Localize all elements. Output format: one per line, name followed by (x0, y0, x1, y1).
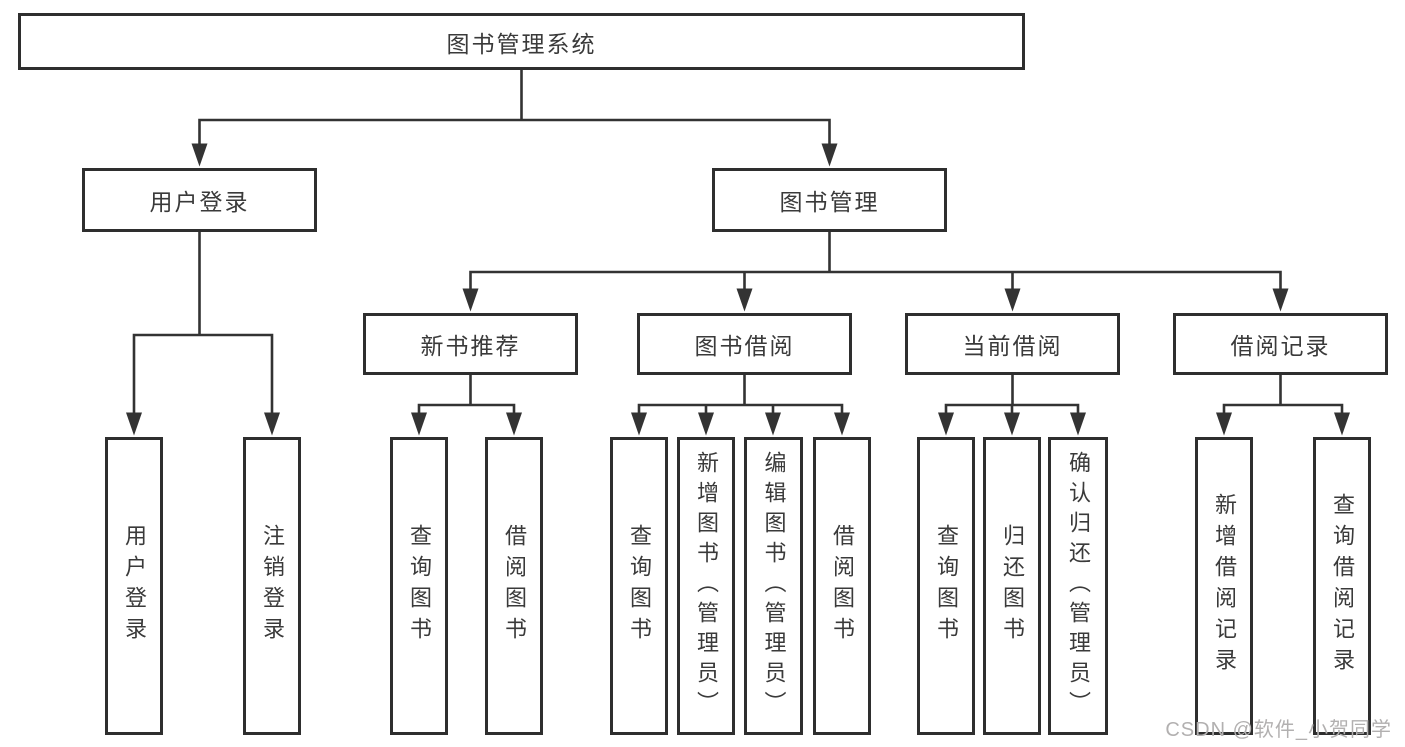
leaf-query-books-borrowing: 查询图书 (610, 437, 668, 735)
connector-root-to-level2 (191, 68, 838, 167)
leaf-edit-books-admin: 编辑图书（管理员） (744, 437, 803, 735)
arrow-down-icon (1216, 412, 1232, 436)
connector-line (944, 373, 1080, 420)
connector-book-borrowing-to-leaves (631, 373, 850, 436)
leaf-query-books-recommend: 查询图书 (390, 437, 448, 735)
connector-line (132, 230, 274, 420)
leaf-query-books-current: 查询图书 (917, 437, 975, 735)
node-borrowing-records: 借阅记录 (1173, 313, 1388, 375)
arrow-down-icon (462, 288, 479, 312)
connector-line (417, 373, 516, 420)
arrow-down-icon (698, 412, 714, 436)
node-user-login: 用户登录 (82, 168, 317, 232)
leaf-query-borrow-record: 查询借阅记录 (1313, 437, 1371, 735)
connector-borrowing-records-to-leaves (1216, 373, 1350, 436)
node-new-book-recommend: 新书推荐 (363, 313, 578, 375)
node-current-borrowing: 当前借阅 (905, 313, 1120, 375)
node-book-borrowing: 图书借阅 (637, 313, 852, 375)
node-book-management: 图书管理 (712, 168, 947, 232)
arrow-down-icon (938, 412, 954, 436)
arrow-down-icon (506, 412, 522, 436)
connector-book-management-to-level3 (462, 230, 1289, 312)
arrow-down-icon (1004, 412, 1020, 436)
connector-line (469, 230, 1282, 296)
arrow-down-icon (191, 143, 208, 167)
connector-line (1222, 373, 1344, 420)
arrow-down-icon (765, 412, 781, 436)
connector-user-login-to-leaves (126, 230, 280, 436)
leaf-confirm-return-admin: 确认归还（管理员） (1048, 437, 1108, 735)
arrow-down-icon (1334, 412, 1350, 436)
leaf-logout: 注销登录 (243, 437, 301, 735)
node-library-management-system: 图书管理系统 (18, 13, 1025, 70)
csdn-watermark: CSDN @软件_小贺同学 (1165, 719, 1392, 741)
connector-line (198, 68, 831, 152)
leaf-user-login: 用户登录 (105, 437, 163, 735)
arrow-down-icon (1272, 288, 1289, 312)
leaf-borrow-books: 借阅图书 (813, 437, 871, 735)
leaf-borrow-books-recommend: 借阅图书 (485, 437, 543, 735)
arrow-down-icon (411, 412, 427, 436)
connector-line (637, 373, 844, 420)
arrow-down-icon (1004, 288, 1021, 312)
leaf-add-borrow-record: 新增借阅记录 (1195, 437, 1253, 735)
connector-new-book-recommend-to-leaves (411, 373, 522, 436)
arrow-down-icon (821, 143, 838, 167)
arrow-down-icon (834, 412, 850, 436)
arrow-down-icon (1070, 412, 1086, 436)
leaf-return-books: 归还图书 (983, 437, 1041, 735)
arrow-down-icon (631, 412, 647, 436)
arrow-down-icon (264, 412, 280, 436)
leaf-add-books-admin: 新增图书（管理员） (677, 437, 735, 735)
connector-current-borrowing-to-leaves (938, 373, 1086, 436)
arrow-down-icon (126, 412, 142, 436)
arrow-down-icon (736, 288, 753, 312)
